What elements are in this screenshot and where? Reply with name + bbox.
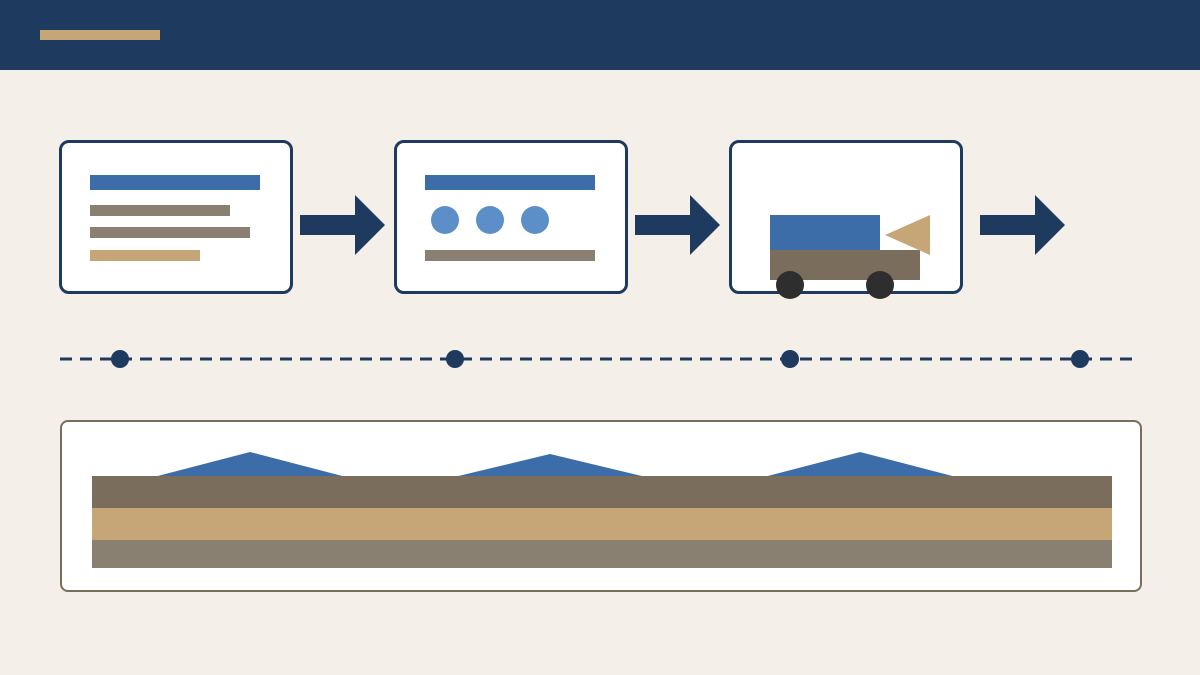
document-step-card: [59, 140, 293, 294]
document-line-1: [90, 205, 230, 216]
processing-dot-1: [431, 206, 459, 234]
strata-peaks: [150, 452, 960, 478]
processing-dot-3: [521, 206, 549, 234]
header-bar: [0, 0, 1200, 70]
mountain-peak-1: [150, 452, 350, 478]
processing-title-bar: [425, 175, 595, 190]
processing-dot-2: [476, 206, 504, 234]
mountain-peak-2: [450, 454, 650, 478]
document-title-bar: [90, 175, 260, 190]
transport-step-card: [729, 140, 963, 294]
document-line-3: [90, 250, 200, 261]
stratum-middle: [92, 508, 1112, 541]
document-line-2: [90, 227, 250, 238]
truck-cab-icon: [885, 215, 930, 255]
stratum-top: [92, 476, 1112, 509]
mountain-peak-3: [760, 452, 960, 478]
truck-cargo-box: [770, 215, 880, 255]
stratum-bottom: [92, 540, 1112, 568]
header-accent-bar: [40, 30, 160, 40]
truck-wheel-front: [866, 271, 894, 299]
processing-step-card: [394, 140, 628, 294]
truck-wheel-rear: [776, 271, 804, 299]
strata-panel: [60, 420, 1142, 592]
processing-base-bar: [425, 250, 595, 261]
